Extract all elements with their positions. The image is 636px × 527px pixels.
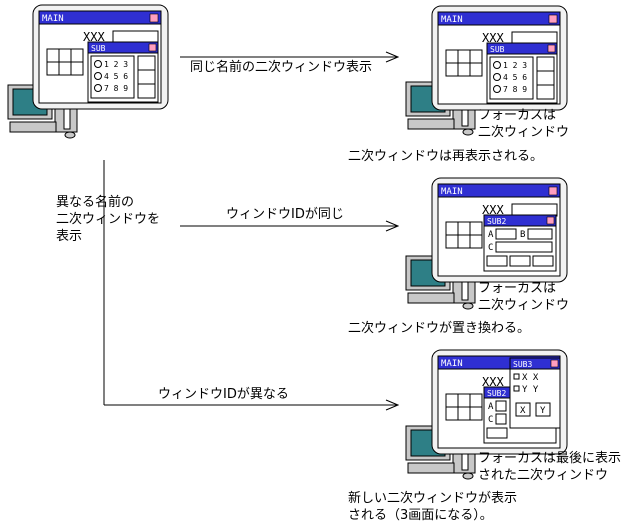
- main-window: MAIN XXX SUB 1 2 3 4 5 6 7 8 9: [32, 4, 169, 110]
- option-yy-label: Y Y: [522, 385, 539, 395]
- label-result-2: 二次ウィンドウが置き換わる。: [348, 321, 531, 336]
- table-grid-icon: [445, 221, 483, 249]
- sub2-window: SUB2 A B C: [483, 214, 557, 272]
- label-result-3: 新しい二次ウィンドウが表示 される（3画面になる）。: [348, 491, 518, 523]
- text-field: [511, 31, 558, 45]
- label-same-name: 同じ名前の二次ウィンドウ表示: [190, 60, 373, 75]
- table-grid-icon: [46, 48, 84, 76]
- radio-icon: [94, 84, 102, 92]
- close-box-icon: [548, 14, 558, 24]
- close-box-icon: [546, 216, 555, 225]
- sub3-title: SUB3: [513, 360, 532, 369]
- text-field: [511, 203, 558, 217]
- radio-label: 7 8 9: [104, 84, 128, 93]
- label-same-id: ウィンドウIDが同じ: [226, 207, 344, 222]
- sub-window: SUB 1 2 3 4 5 6 7 8 9: [87, 41, 159, 103]
- option-xx-label: X X: [522, 373, 539, 383]
- label-focus-3: フォーカスは最後に表示 された二次ウィンドウ: [478, 451, 622, 483]
- close-box-icon: [548, 186, 558, 196]
- xxx-label: XXX: [482, 31, 504, 45]
- close-box-icon: [550, 359, 559, 368]
- main-title: MAIN: [441, 15, 463, 25]
- main-title: MAIN: [441, 187, 463, 197]
- checkbox-icon: [513, 385, 520, 392]
- radio-label: 4 5 6: [104, 72, 128, 81]
- field-b-label: B: [520, 230, 525, 240]
- radio-label: 1 2 3: [503, 61, 527, 70]
- xxx-label: XXX: [83, 30, 105, 44]
- text-field: [112, 30, 159, 44]
- close-box-icon: [149, 13, 159, 23]
- x-button: [515, 402, 531, 417]
- label-focus-1: フォーカスは 二次ウィンドウ: [478, 108, 570, 140]
- y-button: [535, 402, 551, 417]
- label-result-1: 二次ウィンドウは再表示される。: [348, 149, 544, 164]
- close-box-icon: [547, 44, 556, 53]
- xxx-label: XXX: [482, 203, 504, 217]
- main-window: MAIN XXX SUB 1 2 3 4 5 6 7 8 9: [431, 5, 568, 111]
- checkbox-icon: [513, 373, 520, 380]
- sub2-title: SUB2: [487, 217, 506, 226]
- sub3-window: SUB3 X X Y Y X Y: [509, 357, 561, 429]
- close-box-icon: [148, 43, 157, 52]
- sub2-title: SUB2: [487, 389, 506, 398]
- main-window: MAIN XXX SUB2 A C SUB3 X X: [431, 349, 568, 455]
- sub-window: SUB 1 2 3 4 5 6 7 8 9: [486, 42, 558, 104]
- radio-icon: [493, 61, 501, 69]
- field-c-label: C: [488, 243, 493, 253]
- xxx-label: XXX: [482, 375, 504, 389]
- radio-label: 4 5 6: [503, 73, 527, 82]
- main-title: MAIN: [441, 359, 463, 369]
- label-different-id: ウィンドウIDが異なる: [158, 387, 289, 402]
- field-a-label: A: [488, 402, 494, 412]
- table-grid-icon: [445, 393, 483, 421]
- table-grid-icon: [445, 49, 483, 77]
- sub-title: SUB: [490, 45, 505, 54]
- sub-title: SUB: [91, 44, 106, 53]
- field-c-label: C: [488, 415, 493, 425]
- radio-icon: [493, 85, 501, 93]
- x-button-label: X: [520, 406, 526, 416]
- y-button-label: Y: [540, 406, 546, 416]
- main-window: MAIN XXX SUB2 A B C: [431, 177, 568, 283]
- label-different-name: 異なる名前の 二次ウィンドウを 表示: [56, 195, 161, 244]
- radio-label: 7 8 9: [503, 85, 527, 94]
- field-a-label: A: [488, 230, 494, 240]
- radio-icon: [493, 73, 501, 81]
- main-title: MAIN: [42, 14, 64, 24]
- radio-label: 1 2 3: [104, 60, 128, 69]
- label-focus-2: フォーカスは 二次ウィンドウ: [478, 281, 570, 313]
- radio-icon: [94, 72, 102, 80]
- radio-icon: [94, 60, 102, 68]
